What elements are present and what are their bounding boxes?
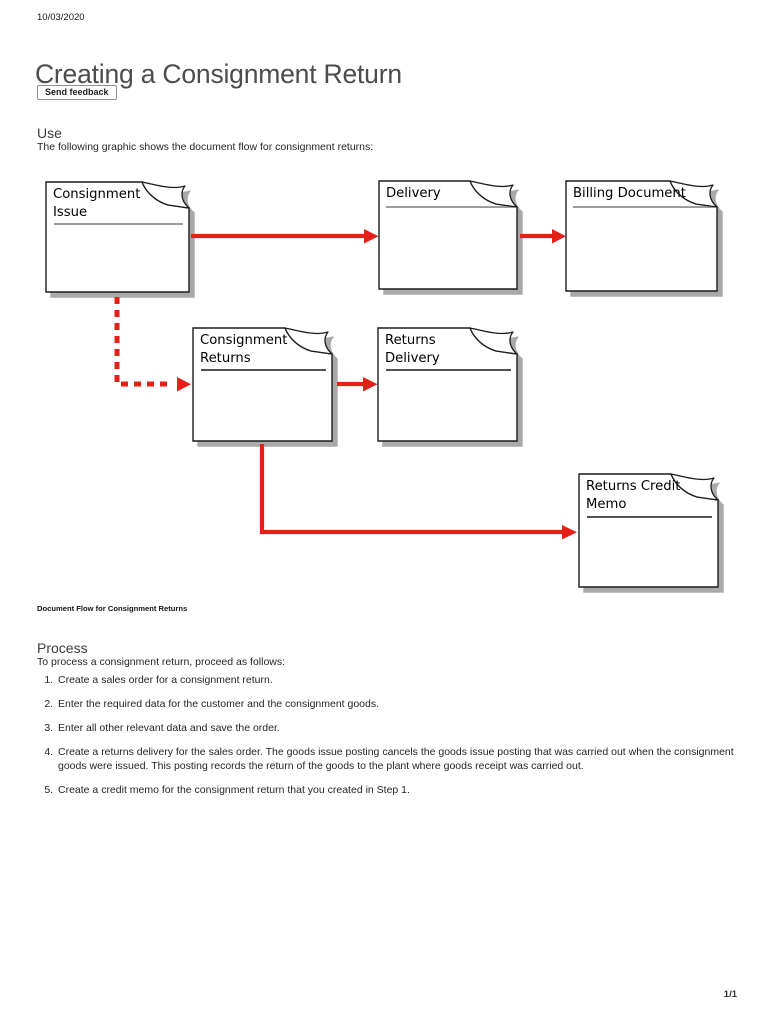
edge-consignment-issue-to-delivery [191, 229, 379, 244]
process-steps-list: Create a sales order for a consignment r… [37, 674, 748, 808]
document-shape-icon [578, 473, 719, 588]
node-label: Consignment Issue [53, 187, 141, 220]
send-feedback-button[interactable]: Send feedback [37, 85, 117, 100]
process-step: Create a sales order for a consignment r… [56, 674, 748, 688]
node-label: Returns Delivery [385, 333, 440, 366]
diagram-node-returns-delivery: Returns Delivery [377, 327, 518, 442]
edge-consignment-issue-to-consignment-returns [114, 297, 191, 392]
node-label: Returns Credit Memo [586, 479, 681, 512]
process-heading: Process [37, 639, 88, 656]
document-shape-icon [378, 180, 518, 290]
use-intro-text: The following graphic shows the document… [37, 141, 374, 153]
use-heading: Use [37, 124, 62, 141]
page-title: Creating a Consignment Return [35, 58, 402, 89]
date-label: 10/03/2020 [37, 12, 85, 23]
document-shape-icon [377, 327, 518, 442]
node-label: Delivery [386, 186, 441, 201]
process-step: Enter all other relevant data and save t… [56, 722, 748, 736]
document-shape-icon [192, 327, 333, 442]
document-shape-icon [45, 181, 190, 293]
process-intro-text: To process a consignment return, proceed… [37, 656, 286, 668]
document-shape-icon [565, 180, 718, 292]
diagram-node-consignment-returns: Consignment Returns [192, 327, 333, 442]
figure-caption: Document Flow for Consignment Returns [37, 604, 188, 613]
edge-consignment-returns-to-returns-credit-memo [259, 444, 577, 540]
page-indicator: 1/1 [723, 989, 737, 1000]
edge-consignment-returns-to-returns-delivery [337, 377, 378, 392]
diagram-node-billing-document: Billing Document [565, 180, 718, 292]
process-step: Create a returns delivery for the sales … [56, 746, 748, 774]
diagram-node-delivery: Delivery [378, 180, 518, 290]
edge-delivery-to-billing-document [520, 229, 566, 244]
document-flow-diagram: Consignment Issue Delivery Billing Docum… [45, 180, 719, 588]
node-label: Consignment Returns [200, 333, 288, 366]
diagram-node-returns-credit-memo: Returns Credit Memo [578, 473, 719, 588]
node-label: Billing Document [573, 186, 686, 201]
process-step: Enter the required data for the customer… [56, 698, 748, 712]
process-step: Create a credit memo for the consignment… [56, 784, 748, 798]
diagram-node-consignment-issue: Consignment Issue [45, 181, 190, 293]
